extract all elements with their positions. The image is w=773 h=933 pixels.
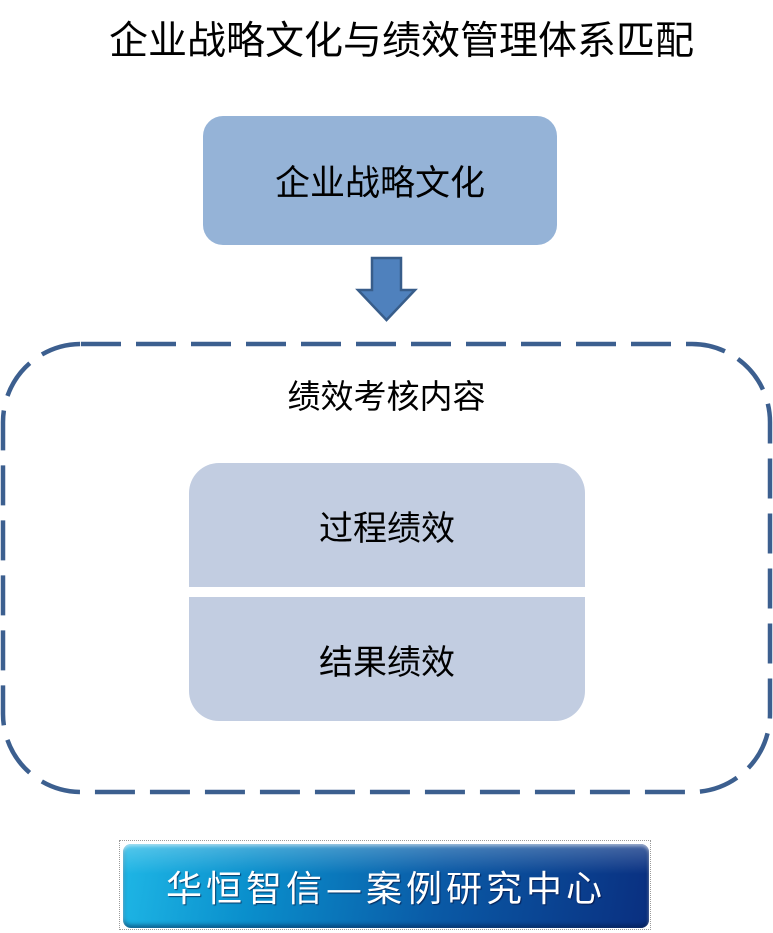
strategy-culture-box: 企业战略文化 (203, 116, 557, 245)
diagram-title-text: 企业战略文化与绩效管理体系匹配 (108, 19, 694, 64)
strategy-culture-label: 企业战略文化 (274, 164, 485, 204)
performance-content-heading-text: 绩效考核内容 (287, 377, 486, 416)
banner-gloss (123, 844, 649, 874)
banner-frame (119, 840, 651, 930)
dashed-border (0, 341, 773, 795)
down-arrow-shape (355, 256, 418, 322)
brand-banner: 华恒智信—案例研究中心 (123, 844, 649, 928)
brand-banner-text: 华恒智信—案例研究中心 (165, 869, 606, 910)
diagram-title: 企业战略文化与绩效管理体系匹配 (0, 14, 773, 70)
process-performance-block: 过程绩效 (189, 463, 585, 587)
result-performance-block: 结果绩效 (189, 597, 585, 721)
down-arrow-icon (355, 256, 418, 322)
performance-content-heading: 绩效考核内容 (0, 372, 773, 422)
result-performance-label: 结果绩效 (319, 642, 455, 683)
process-performance-label: 过程绩效 (319, 508, 455, 549)
